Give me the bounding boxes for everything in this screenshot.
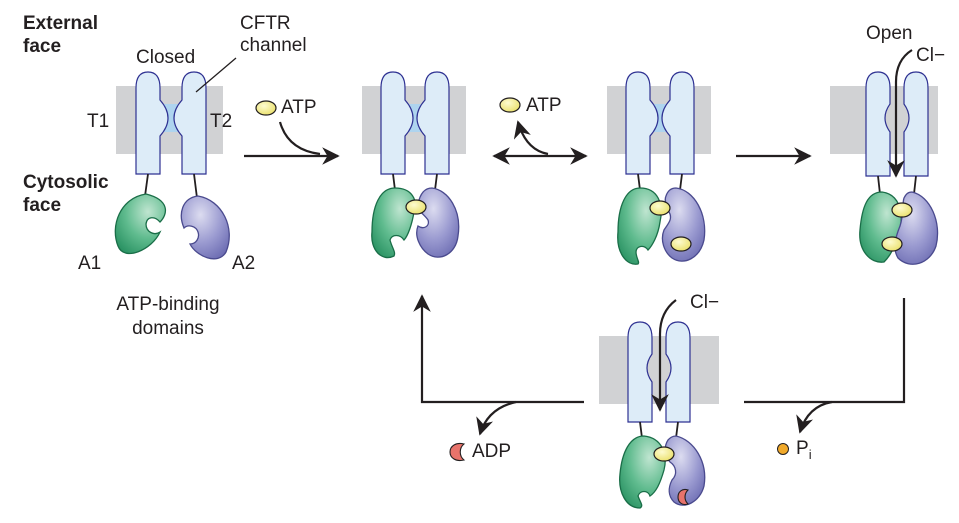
arrows (244, 49, 913, 436)
helix-left (625, 71, 659, 175)
label-pi-subscript: i (808, 446, 812, 462)
atp-molecule (670, 236, 692, 252)
helix-t1 (135, 71, 169, 175)
atp-molecule (891, 202, 913, 218)
domain-a2 (416, 187, 460, 258)
helix-left-open (627, 321, 653, 423)
helix-right-open (665, 321, 691, 423)
label-atp-exchange: ATP (526, 95, 562, 116)
linker-a1 (144, 173, 149, 197)
helix-right (661, 71, 695, 175)
domain-a1 (371, 187, 416, 259)
label-closed: Closed (136, 47, 196, 68)
arrow-cl-flow-open (887, 49, 913, 178)
linker (675, 421, 679, 439)
atp-molecule (881, 236, 903, 252)
linker (434, 173, 438, 191)
linker-a2 (193, 173, 198, 199)
label-cl-bottom: Cl− (690, 292, 720, 313)
helix-left (380, 71, 414, 175)
label-t2: T2 (210, 111, 233, 132)
linker (392, 173, 396, 191)
domain-a2 (180, 195, 230, 260)
arrow-to-bottom (744, 298, 906, 404)
state-open (830, 71, 939, 265)
label-cl-open: Cl− (916, 45, 946, 66)
linker (913, 175, 917, 195)
helix-right (416, 71, 450, 175)
domain-a2 (664, 435, 706, 506)
label-pi: Pi (796, 438, 812, 465)
arrow-pi-release (796, 400, 833, 434)
adp-molecule (677, 488, 690, 506)
domain-a1 (619, 435, 666, 509)
linker (679, 173, 683, 191)
linker (637, 173, 641, 191)
state-two-atp (607, 71, 711, 265)
domain-a1 (114, 193, 167, 255)
label-a2: A2 (232, 253, 256, 274)
label-pi-main: P (796, 438, 809, 459)
adp-free-icon (449, 442, 466, 462)
linker (877, 175, 881, 195)
helix-left-open (865, 71, 891, 177)
state-closed-apart (114, 71, 230, 260)
arrow-cl-flow-bottom (651, 299, 677, 412)
arrow-atp-curve (278, 121, 321, 156)
atp-exchange-icon (499, 97, 521, 113)
arrow-return (413, 294, 584, 404)
label-a1: A1 (78, 253, 102, 274)
atp-molecule (653, 446, 675, 462)
label-adp: ADP (472, 441, 512, 462)
arrow-adp-release (476, 400, 517, 436)
arrow-atp-release (513, 120, 549, 156)
domain-a1 (617, 187, 662, 265)
atp-free-icon (255, 100, 277, 116)
pi-free-icon (777, 443, 789, 455)
label-open: Open (866, 23, 913, 44)
atp-molecule (649, 200, 671, 216)
atp-molecule (405, 199, 427, 215)
label-atp-in: ATP (281, 97, 317, 118)
state-one-atp (362, 71, 466, 259)
helix-right-open (903, 71, 929, 177)
label-t1: T1 (87, 111, 110, 132)
linker (639, 421, 643, 439)
